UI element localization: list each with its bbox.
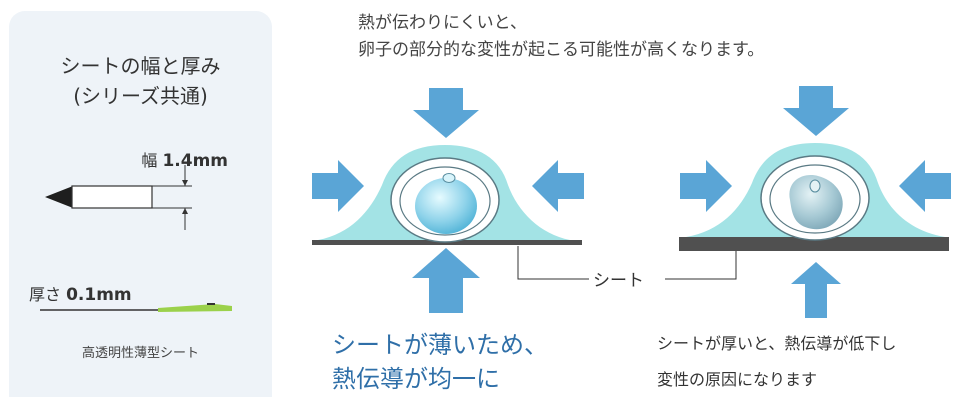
device-side-body — [158, 304, 232, 312]
top-note-line2: 卵子の部分的な変性が起こる可能性が高くなります。 — [358, 40, 765, 60]
thick-sheet — [679, 237, 949, 251]
thick-message-line1: シートが厚いと、熱伝導が低下し — [657, 334, 897, 353]
thin-sheet-scene — [312, 88, 584, 313]
polar-body-thick — [809, 179, 821, 193]
sheet-label: シート — [589, 266, 648, 291]
zona-inner-thin — [399, 166, 491, 236]
device-tip-drawing — [45, 165, 192, 230]
leader-line-thick — [665, 251, 737, 280]
arrow-bottom-thin — [412, 248, 480, 313]
device-shaft — [71, 185, 153, 209]
top-note-line1: 熱が伝わりにくいと、 — [358, 13, 527, 33]
arrow-left-thin — [312, 160, 364, 212]
sheet-name: 高透明性薄型シート — [81, 346, 199, 361]
zona-inner-thick — [769, 164, 861, 234]
thickness-value: 0.1mm — [66, 285, 132, 305]
thin-sheet-message: シートが薄いため、 熱伝導が均一に — [332, 328, 548, 396]
arrow-left-thick — [680, 160, 732, 212]
oocyte-thin — [415, 178, 477, 234]
thick-message-line2: 変性の原因になります — [657, 370, 818, 389]
panel-title-line2: (シリーズ共通) — [73, 84, 208, 108]
thick-sheet-message: シートが厚いと、熱伝導が低下し 変性の原因になります — [657, 326, 896, 398]
width-value: 1.4mm — [162, 151, 228, 171]
thickness-label: 厚さ 0.1mm — [29, 281, 132, 305]
width-arrow-top — [182, 180, 188, 186]
device-side-drawing — [40, 303, 232, 312]
width-arrow-bottom — [182, 208, 188, 214]
device-tip-arrowhead — [45, 186, 73, 208]
sheet-spec-panel: シートの幅と厚み (シリーズ共通) 幅 1.4mm 厚さ 0.1mm 高透明性薄… — [9, 11, 272, 397]
polar-body-thin — [442, 173, 456, 183]
arrow-right-thick — [899, 160, 951, 212]
arrow-top-thick — [783, 86, 849, 136]
leader-line-thin — [517, 246, 589, 280]
panel-title: シートの幅と厚み (シリーズ共通) — [9, 51, 272, 111]
thin-message-line2: 熱伝導が均一に — [332, 365, 500, 393]
width-label: 幅 1.4mm — [141, 147, 228, 171]
thick-sheet-scene — [679, 86, 951, 318]
thin-message-line1: シートが薄いため、 — [332, 331, 548, 359]
oocyte-thick — [789, 175, 843, 230]
top-note: 熱が伝わりにくいと、 卵子の部分的な変性が起こる可能性が高くなります。 — [358, 10, 764, 64]
arrow-top-thin — [413, 88, 479, 138]
panel-title-line1: シートの幅と厚み — [60, 54, 221, 78]
arrow-bottom-thick — [791, 262, 841, 318]
sheet-label-leaders — [517, 246, 737, 280]
thickness-label-prefix: 厚さ — [29, 285, 67, 304]
width-label-prefix: 幅 — [141, 151, 163, 170]
arrow-right-thin — [532, 160, 584, 212]
